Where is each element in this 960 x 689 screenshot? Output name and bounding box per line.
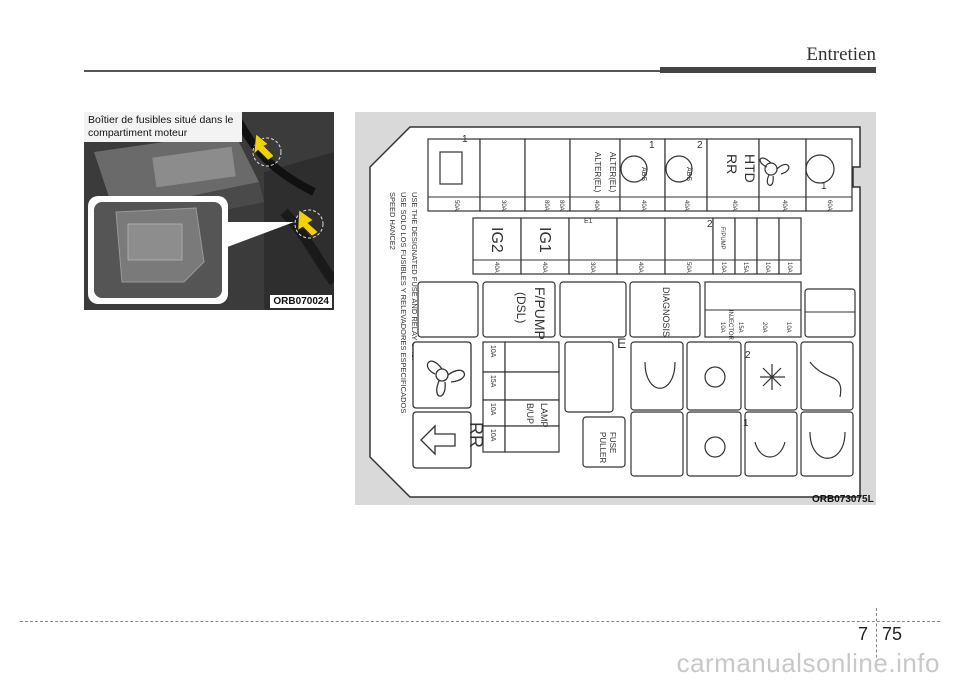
page-number-divider bbox=[876, 608, 877, 668]
engine-compartment-photo: Boîtier de fusibles situé dans le compar… bbox=[84, 112, 334, 310]
svg-text:1: 1 bbox=[649, 140, 655, 151]
photo-reference-code: ORB070024 bbox=[270, 295, 332, 308]
svg-text:40A: 40A bbox=[637, 262, 643, 273]
svg-text:RR: RR bbox=[466, 422, 486, 448]
svg-text:ABS: ABS bbox=[640, 167, 647, 181]
svg-text:60A: 60A bbox=[826, 200, 832, 211]
svg-text:HTD: HTD bbox=[742, 154, 758, 183]
svg-text:PULLER: PULLER bbox=[598, 432, 607, 463]
watermark-text[interactable]: carmanualsonline.info bbox=[676, 648, 940, 678]
svg-text:15A: 15A bbox=[737, 322, 743, 333]
svg-text:50A: 50A bbox=[685, 262, 691, 273]
svg-text:2: 2 bbox=[697, 140, 703, 151]
svg-text:E1: E1 bbox=[584, 218, 593, 225]
svg-text:DIAGNOSIS: DIAGNOSIS bbox=[661, 287, 671, 337]
svg-text:E: E bbox=[617, 335, 626, 351]
svg-text:10A: 10A bbox=[764, 262, 770, 273]
svg-text:10A: 10A bbox=[786, 262, 792, 273]
footer-rule bbox=[20, 621, 940, 622]
svg-text:F/PUMP: F/PUMP bbox=[532, 287, 548, 340]
svg-text:40A: 40A bbox=[541, 262, 547, 273]
svg-text:1: 1 bbox=[821, 181, 827, 192]
svg-text:F/PUMP: F/PUMP bbox=[719, 227, 725, 250]
svg-text:IG2: IG2 bbox=[488, 227, 505, 253]
svg-text:10A: 10A bbox=[489, 403, 496, 416]
svg-text:USE THE DESIGNATED FUSE AND RE: USE THE DESIGNATED FUSE AND RELAY ONLY bbox=[410, 192, 419, 362]
svg-text:RR: RR bbox=[724, 154, 740, 174]
svg-text:40A: 40A bbox=[731, 200, 737, 211]
svg-text:40A: 40A bbox=[781, 200, 787, 211]
svg-text:10A: 10A bbox=[489, 345, 496, 358]
svg-text:80A: 80A bbox=[558, 200, 564, 211]
svg-text:USE SOLO LOS FUSIBLES Y RELEVA: USE SOLO LOS FUSIBLES Y RELEVADORES ESPE… bbox=[399, 192, 408, 413]
svg-text:ALTER(EL): ALTER(EL) bbox=[593, 152, 602, 193]
photo-caption: Boîtier de fusibles situé dans le compar… bbox=[84, 112, 242, 142]
svg-text:50A: 50A bbox=[453, 200, 459, 211]
page-header-title: Entretien bbox=[806, 44, 876, 65]
svg-text:10A: 10A bbox=[785, 322, 791, 333]
svg-text:40A: 40A bbox=[593, 200, 599, 211]
svg-text:INJECTOR: INJECTOR bbox=[727, 310, 733, 341]
svg-text:40A: 40A bbox=[683, 200, 689, 211]
svg-text:1: 1 bbox=[743, 418, 749, 429]
svg-text:ALTER(EL): ALTER(EL) bbox=[608, 152, 617, 193]
svg-text:10A: 10A bbox=[720, 262, 726, 273]
diagram-reference-code: ORB073075L bbox=[812, 494, 874, 505]
svg-text:2: 2 bbox=[745, 350, 751, 361]
chapter-number: 7 bbox=[858, 624, 869, 644]
header-accent-bar bbox=[660, 67, 876, 73]
svg-text:80A: 80A bbox=[543, 200, 549, 211]
svg-text:1: 1 bbox=[462, 134, 468, 145]
svg-text:30A: 30A bbox=[500, 200, 506, 211]
header-rule bbox=[84, 70, 660, 72]
svg-text:FUSE: FUSE bbox=[608, 432, 617, 453]
svg-text:SPEED HANCE2: SPEED HANCE2 bbox=[388, 192, 397, 250]
svg-text:ABS: ABS bbox=[685, 167, 692, 181]
svg-text:IG1: IG1 bbox=[536, 227, 553, 253]
svg-text:20A: 20A bbox=[761, 322, 767, 333]
svg-text:10A: 10A bbox=[489, 429, 496, 442]
svg-text:2: 2 bbox=[707, 219, 713, 230]
page-number: 75 bbox=[882, 624, 903, 644]
svg-text:15A: 15A bbox=[742, 262, 748, 273]
engine-photo-illustration bbox=[84, 112, 334, 310]
fuse-box-drawing: ABS ABS ALTER(EL) ALTER(EL) RR HTD 1 1 2… bbox=[369, 126, 861, 498]
svg-text:30A: 30A bbox=[589, 262, 595, 273]
svg-text:40A: 40A bbox=[640, 200, 646, 211]
svg-text:10A: 10A bbox=[719, 322, 725, 333]
svg-text:40A: 40A bbox=[493, 262, 499, 273]
svg-text:(DSL): (DSL) bbox=[514, 292, 528, 323]
svg-text:LAMP: LAMP bbox=[539, 403, 549, 428]
svg-text:B/UP: B/UP bbox=[525, 403, 535, 424]
svg-text:15A: 15A bbox=[489, 375, 496, 388]
fuse-box-diagram: ABS ABS ALTER(EL) ALTER(EL) RR HTD 1 1 2… bbox=[355, 112, 876, 505]
